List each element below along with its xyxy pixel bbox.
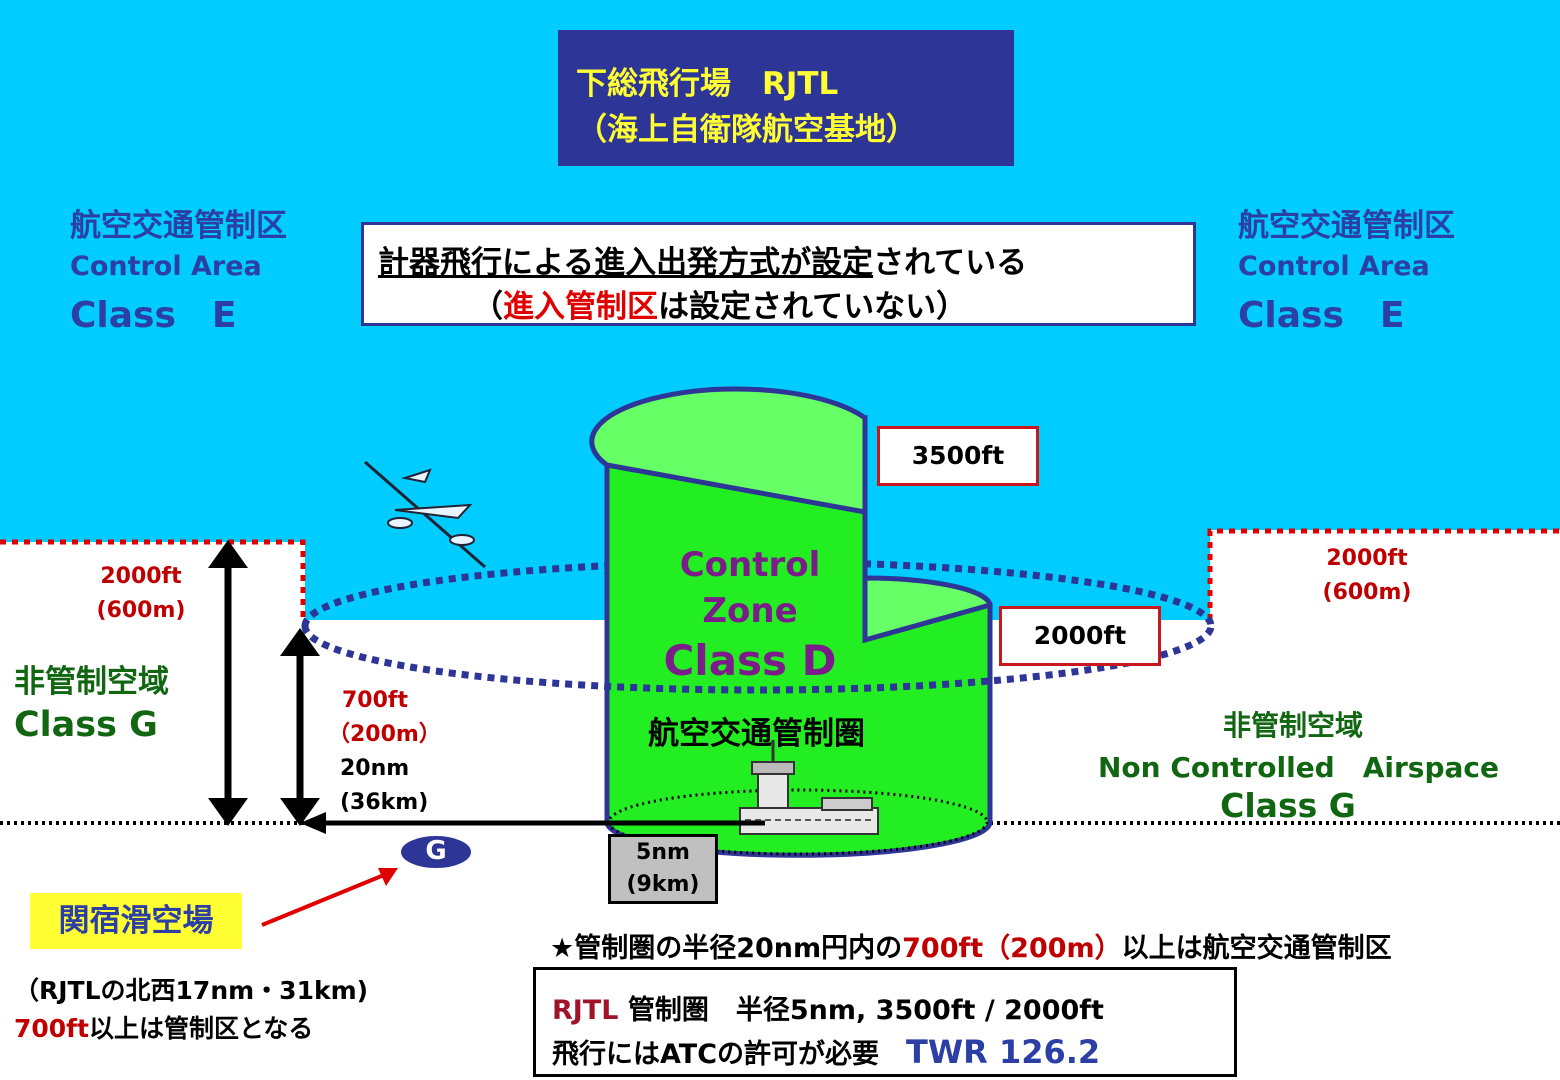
- uncontrolled-left-class: Class G: [14, 705, 158, 745]
- star-note-post: 以上は航空交通管制区: [1121, 933, 1392, 964]
- altitude-2000-box: 2000ft: [999, 606, 1161, 666]
- title-box: 下総飛行場 RJTL （海上自衛隊航空基地）: [558, 30, 1014, 166]
- right-2000ft-boundary: [1207, 528, 1560, 620]
- rjtl-info-box: RJTL 管制圏 半径5nm, 3500ft / 2000ft 飛行にはATCの…: [533, 967, 1237, 1077]
- radius-5nm-km: (9km): [626, 872, 700, 897]
- control-zone-top-2000: [862, 575, 993, 644]
- info-line2: （進入管制区は設定されていない）: [472, 281, 967, 326]
- control-area-right-class: Class E: [1238, 295, 1405, 336]
- altitude-3500-box: 3500ft: [877, 426, 1039, 486]
- rjtl-info-code: RJTL: [552, 995, 619, 1026]
- control-zone-bottom-dotted: [607, 788, 989, 856]
- rjtl-note-line2-red: 700ft: [14, 1014, 90, 1043]
- control-area-left-class: Class E: [70, 295, 237, 336]
- left-700ft-m: （200m）: [328, 722, 441, 747]
- rjtl-note-line2: 700ft以上は管制区となる: [14, 1010, 368, 1048]
- procedure-info-box: 計器飛行による進入出発方式が設定されている （進入管制区は設定されていない）: [361, 222, 1196, 326]
- radius-20nm-label: 20nm (36km): [340, 752, 428, 820]
- left-700ft-ft: 700ft: [342, 688, 409, 713]
- ellipse-700ft-back: [301, 558, 1215, 627]
- star-note-pre: ★管制圏の半径20nm円内の: [550, 933, 903, 964]
- radius-20nm-km: (36km): [340, 790, 429, 815]
- sekiyado-pointer: [261, 868, 398, 927]
- uncontrolled-right-en: Non Controlled Airspace: [1098, 751, 1499, 784]
- control-area-right-ja: 航空交通管制区: [1238, 208, 1455, 244]
- uncontrolled-left-ja: 非管制空域: [14, 664, 169, 700]
- control-area-left: 航空交通管制区 Control Area Class E: [70, 200, 287, 338]
- left-2000ft-label: 2000ft (600m): [86, 560, 196, 628]
- radius-20nm-nm: 20nm: [340, 756, 410, 781]
- title-line2: （海上自衛隊航空基地）: [576, 112, 917, 148]
- title-line1: 下総飛行場 RJTL: [576, 66, 839, 102]
- right-2000ft-m: (600m): [1322, 580, 1412, 605]
- left-2000ft-m: (600m): [96, 598, 186, 623]
- radius-5nm-box: 5nm (9km): [608, 834, 718, 904]
- ellipse-700ft-front: [301, 625, 1215, 694]
- uncontrolled-right-class: Class G: [1220, 786, 1356, 825]
- g-marker-label: G: [425, 836, 447, 866]
- uncontrolled-left: 非管制空域 Class G: [14, 656, 169, 745]
- rjtl-info-line2-text: 飛行にはATCの許可が必要: [552, 1039, 880, 1070]
- control-zone-class: Class D: [663, 636, 837, 685]
- g-marker-shape: [399, 834, 473, 870]
- info-line1-underlined: 計器飛行による進入出発方式が設定: [378, 245, 874, 281]
- rjtl-info-line1-rest: 管制圏 半径5nm, 3500ft / 2000ft: [618, 995, 1104, 1026]
- control-area-left-ja: 航空交通管制区: [70, 208, 287, 244]
- rjtl-note: （RJTLの北西17nm・31km) 700ft以上は管制区となる: [14, 972, 368, 1048]
- glider-icon: [364, 460, 486, 569]
- control-zone-line1: Control: [679, 545, 821, 585]
- info-line2-red: 進入管制区: [503, 289, 658, 325]
- info-line1-rest: されている: [873, 245, 1028, 281]
- arrow-2000ft: [208, 540, 248, 826]
- rjtl-note-line1: （RJTLの北西17nm・31km): [14, 976, 369, 1005]
- left-700ft-label: 700ft （200m）: [328, 684, 441, 752]
- control-area-left-en: Control Area: [70, 251, 262, 282]
- control-area-right: 航空交通管制区 Control Area Class E: [1238, 200, 1455, 338]
- rjtl-info-line2: 飛行にはATCの許可が必要 TWR 126.2: [552, 1032, 1100, 1071]
- control-area-right-en: Control Area: [1238, 251, 1430, 282]
- uncontrolled-right: 非管制空域 Non Controlled Airspace Class G: [1098, 704, 1499, 825]
- control-zone-line2: Zone: [702, 591, 798, 631]
- rjtl-note-line2-rest: 以上は管制区となる: [89, 1014, 314, 1043]
- uncontrolled-right-ja: 非管制空域: [1222, 709, 1363, 742]
- star-note-red: 700ft（200m）: [902, 933, 1122, 964]
- right-2000ft-label: 2000ft (600m): [1312, 542, 1422, 610]
- right-2000ft-ft: 2000ft: [1326, 546, 1408, 571]
- left-2000ft-ft: 2000ft: [100, 564, 182, 589]
- arrow-700ft: [280, 628, 320, 826]
- radius-arrow: [300, 812, 765, 834]
- control-zone-label: Control Zone: [640, 542, 860, 634]
- radius-5nm-nm: 5nm: [636, 840, 690, 865]
- sekiyado-label: 関宿滑空場: [30, 893, 242, 949]
- control-zone-ja: 航空交通管制圏: [648, 716, 865, 752]
- info-line2-open: （: [472, 289, 503, 325]
- info-line2-rest: は設定されていない）: [658, 289, 968, 325]
- star-note: ★管制圏の半径20nm円内の700ft（200m）以上は航空交通管制区: [550, 926, 1392, 965]
- control-zone-top-3500: [589, 386, 868, 515]
- left-2000ft-boundary: [0, 539, 306, 620]
- tower-frequency: TWR 126.2: [906, 1033, 1101, 1071]
- rjtl-info-line1: RJTL 管制圏 半径5nm, 3500ft / 2000ft: [552, 988, 1104, 1027]
- info-line1: 計器飛行による進入出発方式が設定されている: [378, 237, 1027, 282]
